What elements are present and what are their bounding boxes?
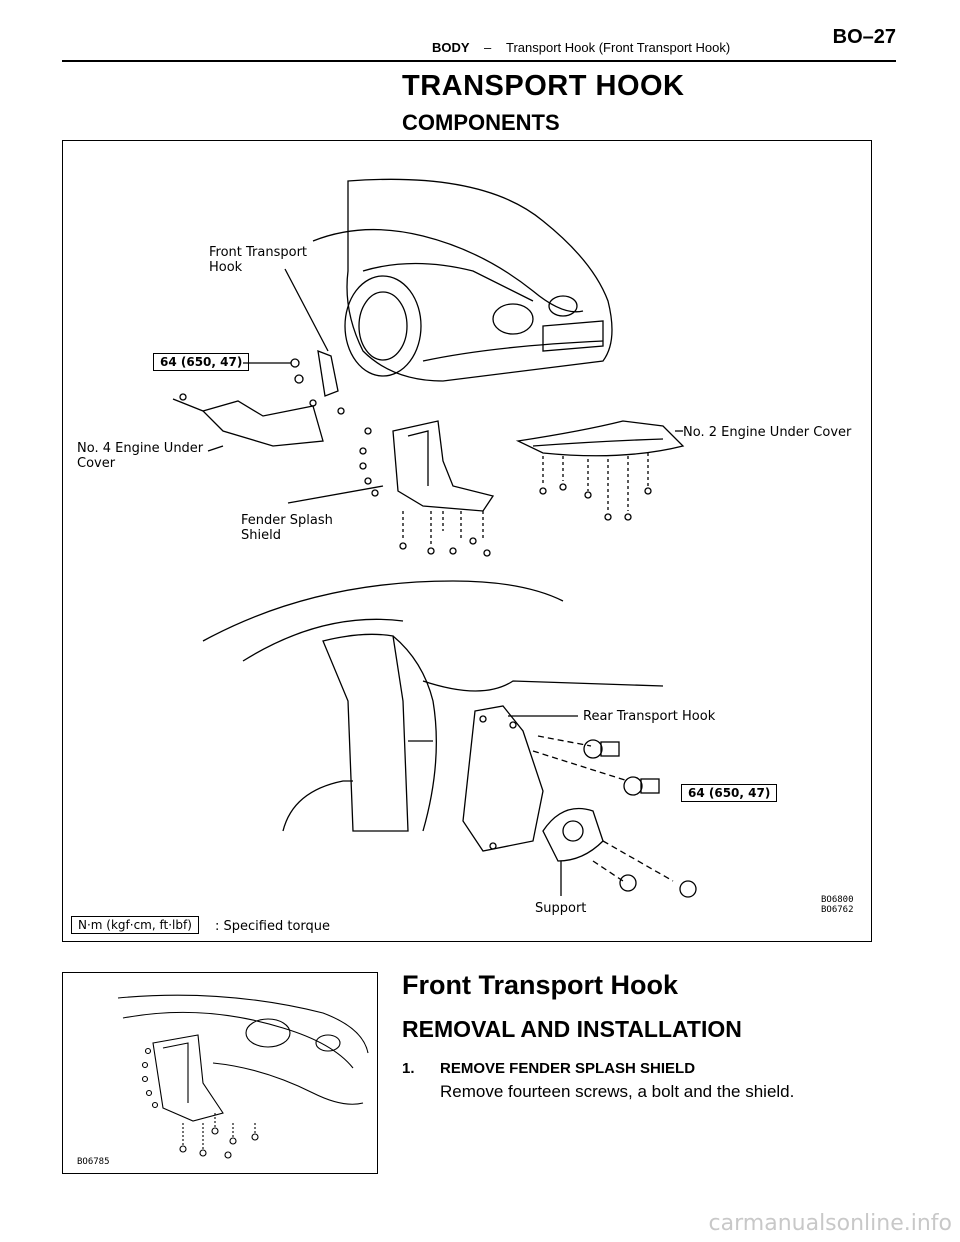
- step-number: 1.: [402, 1060, 415, 1077]
- components-drawing: [172, 178, 697, 898]
- label-fender-splash-shield: Fender Splash Shield: [241, 513, 333, 543]
- step-description: Remove fourteen screws, a bolt and the s…: [440, 1082, 795, 1101]
- label-front-transport-hook: Front Transport Hook: [209, 245, 308, 275]
- removal-drawing: [117, 994, 369, 1159]
- label-rear-transport-hook: Rear Transport Hook: [583, 709, 716, 724]
- page-title: TRANSPORT HOOK: [402, 70, 685, 102]
- page-number: BO–27: [832, 26, 896, 48]
- components-illustration: Front Transport Hook 64 (650, 47) No. 4 …: [62, 140, 872, 942]
- section-subtitle: REMOVAL AND INSTALLATION: [402, 1016, 742, 1042]
- watermark: carmanualsonline.info: [708, 1211, 952, 1236]
- step-title: REMOVE FENDER SPLASH SHIELD: [440, 1060, 696, 1077]
- label-support: Support: [535, 901, 587, 916]
- figure-code: BO6800 BO6762: [821, 895, 854, 915]
- header-separator: –: [484, 40, 492, 55]
- label-no2-engine-under-cover: No. 2 Engine Under Cover: [683, 425, 852, 440]
- torque-legend-text: : Specified torque: [215, 919, 331, 934]
- components-heading: COMPONENTS: [402, 110, 560, 135]
- page-header: BODY – Transport Hook (Front Transport H…: [0, 0, 960, 64]
- header-rule: [62, 60, 896, 62]
- label-no4-engine-under-cover: No. 4 Engine Under Cover: [77, 441, 204, 471]
- header-subsection: Transport Hook (Front Transport Hook): [506, 40, 731, 55]
- torque-unit-legend: N·m (kgf·cm, ft·lbf): [71, 916, 199, 934]
- section-title: Front Transport Hook: [402, 970, 678, 1000]
- removal-illustration: BO6785: [62, 972, 378, 1174]
- header-section: BODY: [432, 40, 470, 55]
- figure2-code: BO6785: [77, 1157, 110, 1167]
- torque-spec-rear: 64 (650, 47): [681, 784, 778, 802]
- torque-spec-front: 64 (650, 47): [153, 353, 250, 371]
